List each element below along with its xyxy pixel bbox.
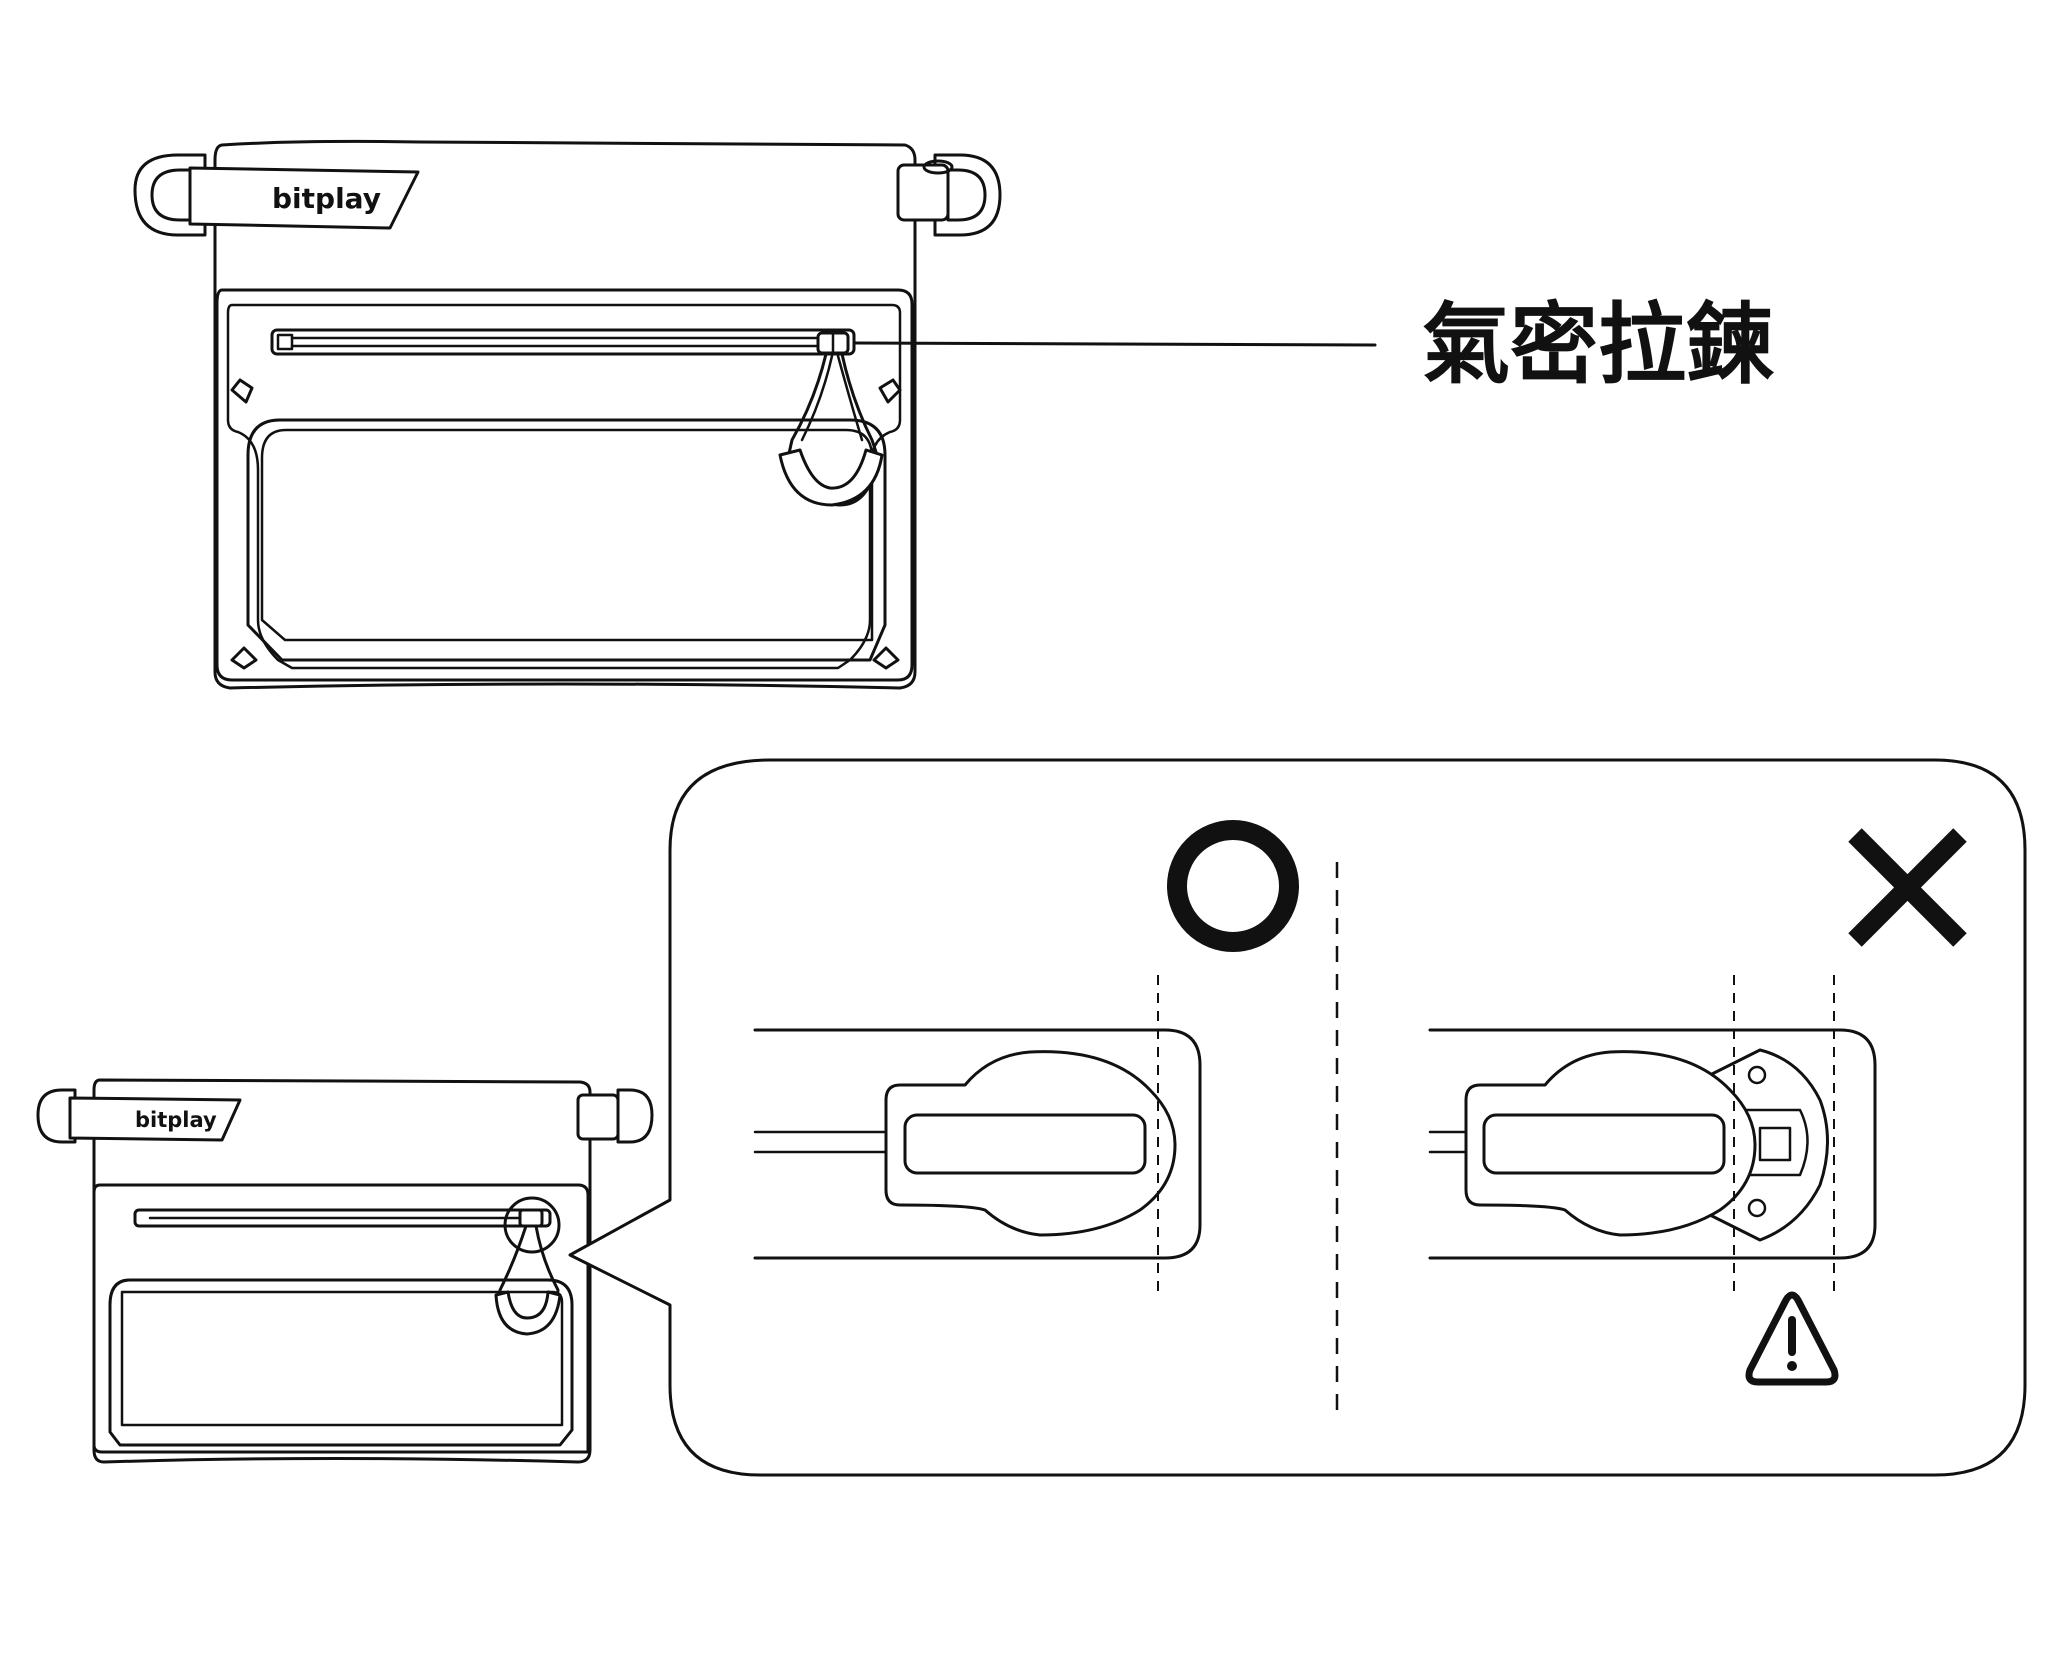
corner-mark [230,646,258,670]
corner-mark [878,378,902,404]
front-panel [215,288,914,682]
bag-large: bitplay [133,139,1377,690]
callout-line [853,341,1377,347]
brand-logo: bitplay [272,182,381,215]
correct-slider-detail [753,975,1202,1295]
bag-body [213,139,917,690]
d-ring-right [933,153,1002,237]
detail-panel [568,758,2027,1477]
speech-bubble [568,758,2027,1477]
brand-logo-small: bitplay [135,1108,217,1132]
cross-x-icon [1848,828,1967,947]
corner-mark [872,646,900,670]
circle-o-icon [1167,820,1299,952]
strap-logo [188,166,420,230]
bag-small: bitplay [36,1078,654,1464]
warning-triangle-icon [1745,1291,1839,1386]
d-ring-left [133,153,207,237]
zoom-circle [503,1196,561,1254]
clear-window [246,418,887,662]
corner-mark [230,378,254,404]
callout-label: 氣密拉鍊 [1422,293,1775,396]
incorrect-slider-detail [1428,975,1877,1295]
